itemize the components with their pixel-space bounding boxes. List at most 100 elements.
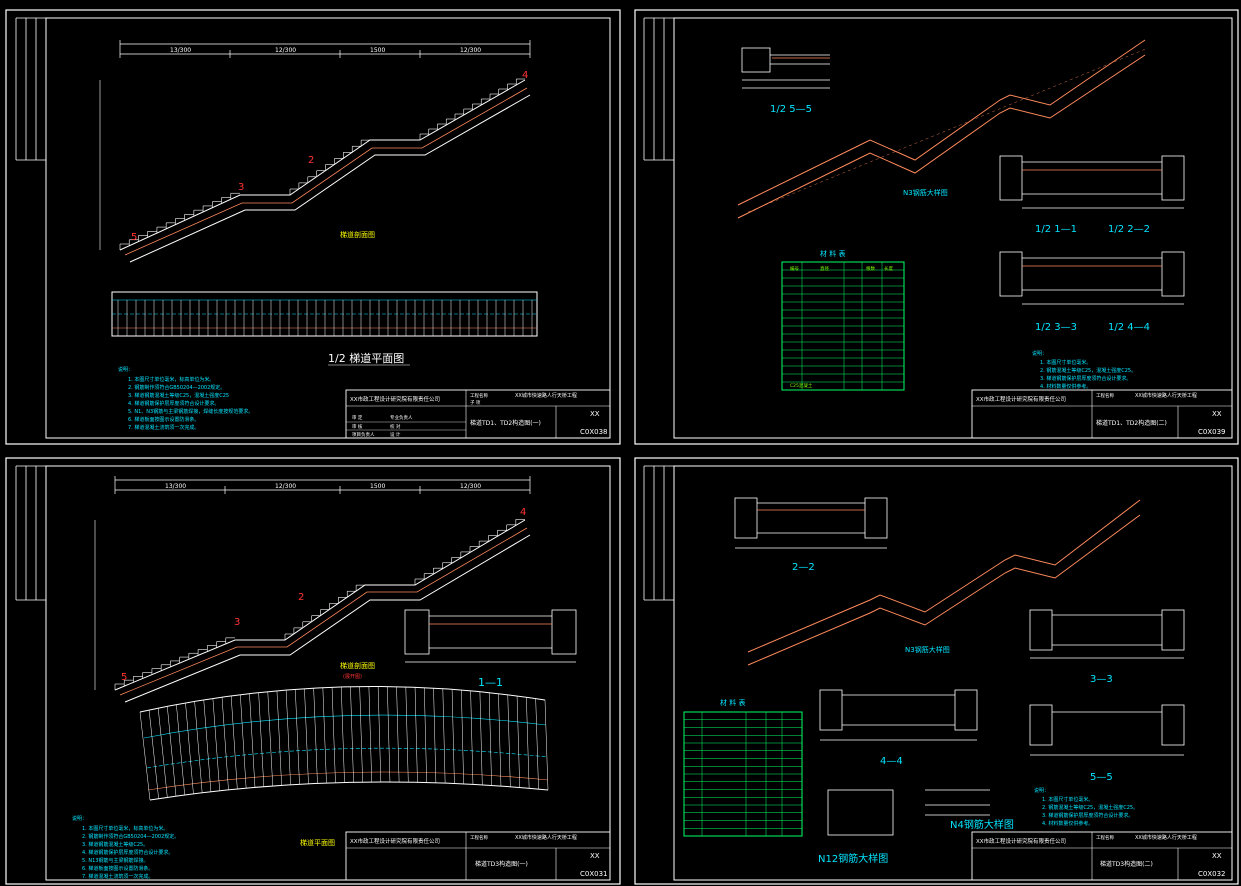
plan-title-1: 1/2 梯道平面图 xyxy=(328,351,404,365)
drawing-line xyxy=(442,688,446,784)
svg-text:4. 梯道钢筋保护层厚度须符合设计要求。: 4. 梯道钢筋保护层厚度须符合设计要求。 xyxy=(82,849,173,856)
drawing-line xyxy=(176,704,185,795)
n12-rebar: N12钢筋大样图 xyxy=(818,789,894,865)
drawing-line xyxy=(433,688,437,783)
dim-3: 1500 xyxy=(370,47,385,54)
section-4-4-sheet4 xyxy=(819,689,978,741)
drawing-line xyxy=(544,699,549,791)
drawing-line xyxy=(368,686,372,783)
svg-text:7. 梯道混凝土浇筑须一次完成。: 7. 梯道混凝土浇筑须一次完成。 xyxy=(128,424,199,431)
svg-text:2. 钢筋制作须符合GB50204—2002规定。: 2. 钢筋制作须符合GB50204—2002规定。 xyxy=(128,384,225,391)
svg-text:XX: XX xyxy=(590,852,600,860)
svg-text:13/300: 13/300 xyxy=(165,483,186,490)
stair-profile-1 xyxy=(99,79,531,263)
svg-text:材 料 表: 材 料 表 xyxy=(820,249,845,258)
notes-2: 说明： 1. 本图尺寸单位毫米。 2. 钢筋混凝土等级C25，混凝土强度C25。… xyxy=(1032,350,1136,390)
drawing-line xyxy=(148,710,159,799)
svg-text:编号: 编号 xyxy=(790,265,799,272)
stair-profile-3 xyxy=(94,519,531,703)
svg-text:12/300: 12/300 xyxy=(275,483,296,490)
svg-text:7. 梯道混凝土浇筑须一次完成。: 7. 梯道混凝土浇筑须一次完成。 xyxy=(82,873,153,880)
svg-text:3: 3 xyxy=(234,617,240,628)
svg-text:XX城市快速路人行天桥工程: XX城市快速路人行天桥工程 xyxy=(1135,392,1197,399)
dim-4: 12/300 xyxy=(460,47,481,54)
marker-3: 3 xyxy=(238,182,244,193)
svg-text:C25混凝土: C25混凝土 xyxy=(790,382,813,389)
drawing-line xyxy=(526,697,530,789)
svg-text:2. 钢筋混凝土等级C25，混凝土强度C25。: 2. 钢筋混凝土等级C25，混凝土强度C25。 xyxy=(1042,804,1138,811)
svg-text:XX市政工程设计研究院有限责任公司: XX市政工程设计研究院有限责任公司 xyxy=(350,837,440,845)
svg-text:3. 梯道钢筋混凝土等级C25。: 3. 梯道钢筋混凝土等级C25。 xyxy=(82,841,148,848)
svg-text:说明：: 说明： xyxy=(72,815,87,822)
rebar-title-4: N3钢筋大样图 xyxy=(905,645,950,654)
svg-text:工程名称: 工程名称 xyxy=(1096,834,1114,841)
section-1-1-sheet3 xyxy=(404,609,577,663)
svg-text:2: 2 xyxy=(298,592,304,603)
svg-text:审 核: 审 核 xyxy=(352,423,363,430)
material-table-2: 材 料 表 编号 直径 根数 长度 C25混凝土 xyxy=(781,249,905,391)
drawing-line xyxy=(230,695,238,789)
svg-text:XX市政工程设计研究院有限责任公司: XX市政工程设计研究院有限责任公司 xyxy=(976,837,1066,845)
view-2-2-sheet4: 2—2 xyxy=(792,562,815,573)
svg-text:说明：: 说明： xyxy=(1034,787,1049,794)
drawing-line xyxy=(451,689,455,784)
sheet-4: 2—2 N3钢筋大样图 3—3 4—4 xyxy=(634,457,1239,885)
drawing-line xyxy=(461,690,464,784)
svg-text:12/300: 12/300 xyxy=(460,483,481,490)
svg-text:项目负责人: 项目负责人 xyxy=(352,431,375,438)
svg-text:N12钢筋大样图: N12钢筋大样图 xyxy=(818,852,888,865)
n4-rebar xyxy=(925,789,990,816)
svg-text:6. 梯道板面按图示设置防滑条。: 6. 梯道板面按图示设置防滑条。 xyxy=(82,865,153,872)
drawing-line xyxy=(331,687,336,783)
svg-text:5. N1、N3钢筋与主梁钢筋焊接，焊缝长度按规范要求。: 5. N1、N3钢筋与主梁钢筋焊接，焊缝长度按规范要求。 xyxy=(128,408,253,415)
svg-text:XX城市快速路人行天桥工程: XX城市快速路人行天桥工程 xyxy=(515,834,577,841)
drawing-line xyxy=(258,692,265,787)
svg-text:梯道TD3构造图(一): 梯道TD3构造图(一) xyxy=(475,860,528,868)
drawing-line xyxy=(479,691,483,785)
title-block-4: XX市政工程设计研究院有限责任公司 工程名称 XX城市快速路人行天桥工程 梯道T… xyxy=(971,831,1233,881)
svg-text:1. 本图尺寸单位毫米，标高单位为米。: 1. 本图尺寸单位毫米，标高单位为米。 xyxy=(128,376,214,383)
svg-text:3. 梯道钢筋保护层厚度须符合设计要求。: 3. 梯道钢筋保护层厚度须符合设计要求。 xyxy=(1042,812,1133,819)
drawing-line xyxy=(341,686,345,783)
svg-text:6. 梯道板面按图示设置防滑条。: 6. 梯道板面按图示设置防滑条。 xyxy=(128,416,199,423)
svg-text:工程名称: 工程名称 xyxy=(470,834,488,841)
drawing-line xyxy=(498,693,502,787)
drawing-line xyxy=(285,690,291,785)
drawing-line xyxy=(139,711,151,801)
view-4-4-sheet4: 4—4 xyxy=(880,756,903,767)
marker-4: 4 xyxy=(522,70,528,81)
drawing-line xyxy=(240,694,247,789)
drawing-line xyxy=(396,686,400,783)
drawing-line xyxy=(194,701,203,793)
drawing-line xyxy=(387,686,391,783)
svg-text:说明：: 说明： xyxy=(118,366,133,373)
section-2-2-sheet4 xyxy=(734,497,888,549)
svg-text:子 项: 子 项 xyxy=(470,399,481,406)
svg-text:C0X038: C0X038 xyxy=(580,428,608,436)
material-table-4: 材 料 表 xyxy=(683,698,803,837)
drawing-line xyxy=(405,687,409,783)
drawing-line xyxy=(313,688,318,784)
svg-text:梯道TD3构造图(二): 梯道TD3构造图(二) xyxy=(1100,860,1153,868)
drawing-line xyxy=(516,695,520,788)
dim-1: 13/300 xyxy=(170,47,191,54)
view-5-5-sheet4: 5—5 xyxy=(1090,772,1113,783)
drawing-line xyxy=(507,694,511,787)
drawing-line xyxy=(304,688,309,784)
svg-text:XX市政工程设计研究院有限责任公司: XX市政工程设计研究院有限责任公司 xyxy=(976,395,1066,403)
svg-text:C0X032: C0X032 xyxy=(1198,870,1226,878)
drawing-line xyxy=(535,698,539,790)
notes-3: 说明： 1. 本图尺寸单位毫米，标高单位为米。 2. 钢筋制作须符合GB5020… xyxy=(72,815,179,880)
svg-text:长度: 长度 xyxy=(884,265,893,272)
svg-text:1. 本图尺寸单位毫米。: 1. 本图尺寸单位毫米。 xyxy=(1042,796,1093,803)
section-title-3: 1—1 xyxy=(478,676,503,689)
drawing-line xyxy=(276,690,282,786)
svg-text:XX: XX xyxy=(590,410,600,418)
sheet-1: 13/300 12/300 1500 12/300 3 2 4 5 梯道剖面图 xyxy=(5,9,621,445)
title-block-3: XX市政工程设计研究院有限责任公司 工程名称 XX城市快速路人行天桥工程 梯道T… xyxy=(345,831,611,881)
svg-text:根数: 根数 xyxy=(866,265,875,272)
rebar-title-2: N3钢筋大样图 xyxy=(903,188,948,197)
svg-text:直径: 直径 xyxy=(820,265,829,272)
drawing-line xyxy=(267,691,273,786)
section-5-5 xyxy=(741,47,830,89)
